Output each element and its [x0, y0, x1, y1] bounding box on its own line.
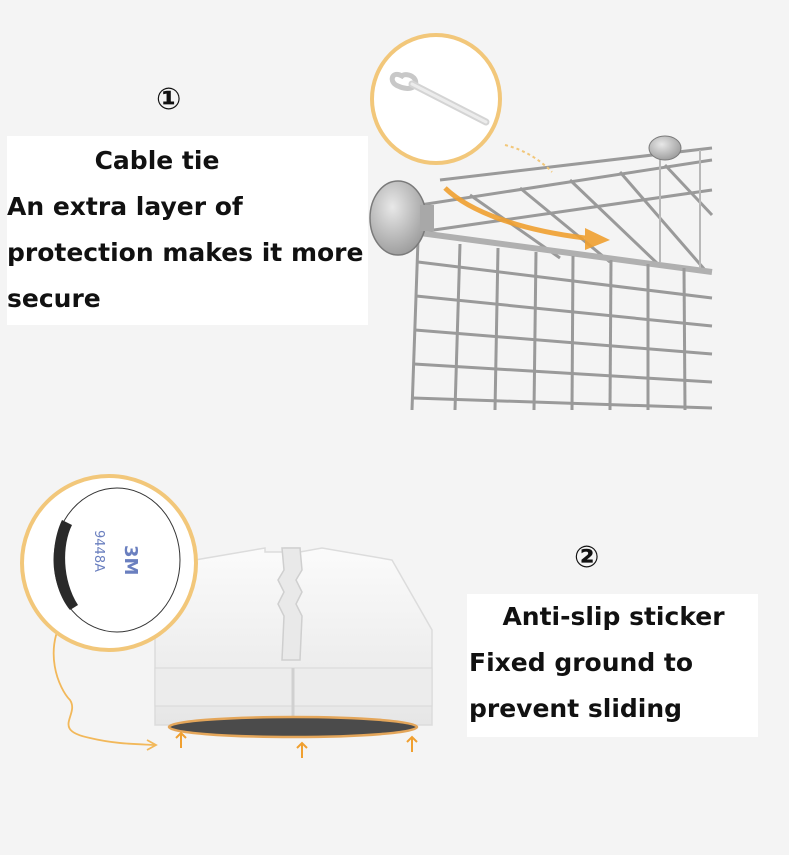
- direction-arrow-icon: [443, 186, 586, 241]
- svg-text:9448A: 9448A: [91, 530, 106, 572]
- svg-text:3M: 3M: [120, 545, 141, 575]
- arrow-up-icon: [175, 731, 418, 758]
- cable-tie-description: Cable tie An extra layer of protection m…: [7, 136, 368, 325]
- description-line: Fixed ground to: [469, 648, 694, 677]
- connector-knob-icon: [369, 135, 682, 256]
- description-line: secure: [7, 284, 101, 313]
- plastic-foot-image: [154, 547, 433, 739]
- cable-tie-callout: [370, 33, 502, 165]
- sticker-callout: 3M 9448A: [20, 474, 198, 652]
- cable-tie-icon: [389, 71, 490, 126]
- description-line: protection makes it more: [7, 238, 364, 267]
- step-marker-1: ①: [156, 82, 182, 117]
- description-line: An extra layer of: [7, 192, 243, 221]
- step-marker-2: ②: [574, 540, 600, 575]
- description-line: prevent sliding: [469, 694, 683, 723]
- sticker-icon: 3M 9448A: [53, 487, 181, 633]
- cable-tie-title: Cable tie: [94, 146, 220, 175]
- wire-grid-image: [410, 146, 714, 411]
- sticker-title: Anti-slip sticker: [502, 602, 725, 631]
- sticker-description: Anti-slip sticker Fixed ground to preven…: [467, 594, 758, 737]
